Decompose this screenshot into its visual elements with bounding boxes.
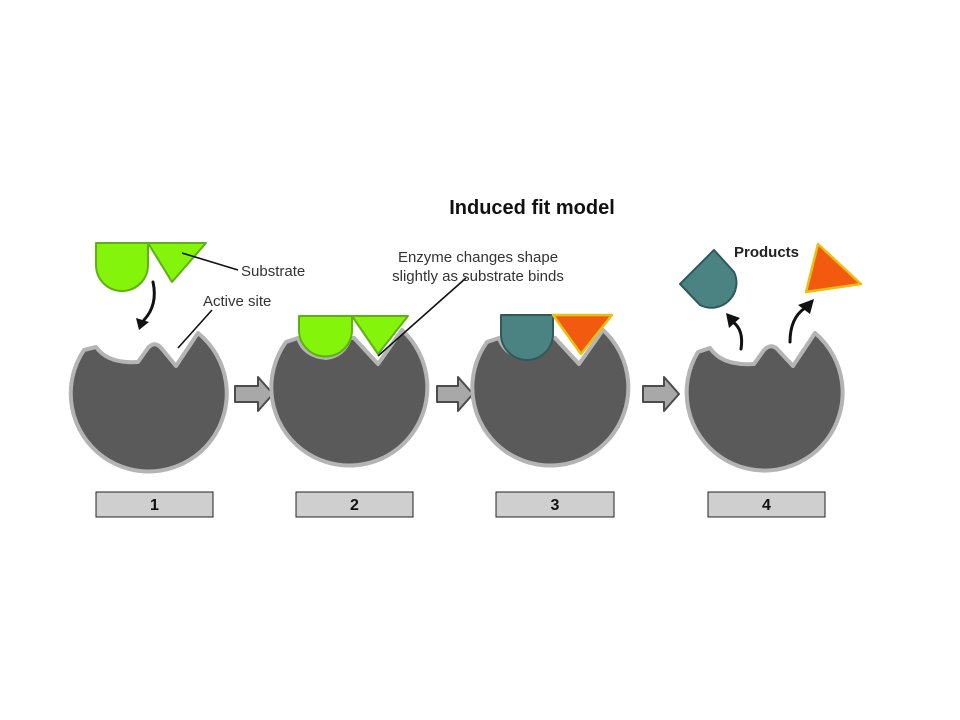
release-arrow-left-head [726, 313, 740, 328]
substrate-leader-line [181, 252, 239, 271]
release-arrow-right-head [798, 299, 814, 314]
substrate-semicircle [95, 242, 149, 292]
step-number-2: 2 [350, 497, 359, 514]
step-arrow-2 [436, 376, 474, 412]
stage-4: Products [679, 242, 863, 473]
step-box-3: 3 [495, 491, 615, 518]
release-arrow-left [731, 320, 744, 351]
substrate-triangle [147, 242, 207, 283]
product-red-released [804, 242, 863, 294]
products-label: Products [734, 244, 799, 261]
substrate-2 [298, 315, 409, 358]
substrate-1 [95, 242, 207, 292]
enzyme-change-leader-line [377, 277, 467, 357]
substrate-label: Substrate [241, 263, 305, 280]
products-bound [500, 313, 614, 361]
step-arrow-3 [642, 376, 680, 412]
stage-1: Substrate Active site [68, 242, 305, 474]
step-box-2: 2 [295, 491, 414, 518]
release-arrow-right [788, 306, 807, 344]
substrate-triangle [351, 315, 409, 355]
step-number-1: 1 [150, 497, 159, 514]
step-arrow-1 [234, 376, 274, 412]
product-teal-bound [500, 314, 554, 361]
substrate-semicircle [298, 315, 353, 358]
binding-arrow-head [136, 318, 149, 330]
product-teal-released [679, 249, 738, 309]
enzyme-change-label-line1: Enzyme changes shape [398, 249, 558, 266]
product-red-bound [551, 313, 614, 356]
stage-2: Enzyme changes shape slightly as substra… [269, 249, 564, 468]
step-box-1: 1 [95, 491, 214, 518]
active-site-leader-line [177, 309, 213, 349]
step-number-4: 4 [762, 497, 771, 514]
enzyme-stage-2 [269, 328, 430, 468]
step-box-4: 4 [707, 491, 826, 518]
step-number-3: 3 [551, 497, 560, 514]
diagram-title: Induced fit model [449, 197, 615, 219]
active-site-label: Active site [203, 293, 271, 310]
binding-arrow [142, 280, 156, 322]
enzyme-stage-1 [68, 331, 229, 474]
enzyme-change-label-line2: slightly as substrate binds [392, 268, 564, 285]
enzyme-stage-3 [470, 328, 631, 468]
stage-3 [470, 313, 631, 468]
enzyme-stage-4 [684, 331, 845, 473]
